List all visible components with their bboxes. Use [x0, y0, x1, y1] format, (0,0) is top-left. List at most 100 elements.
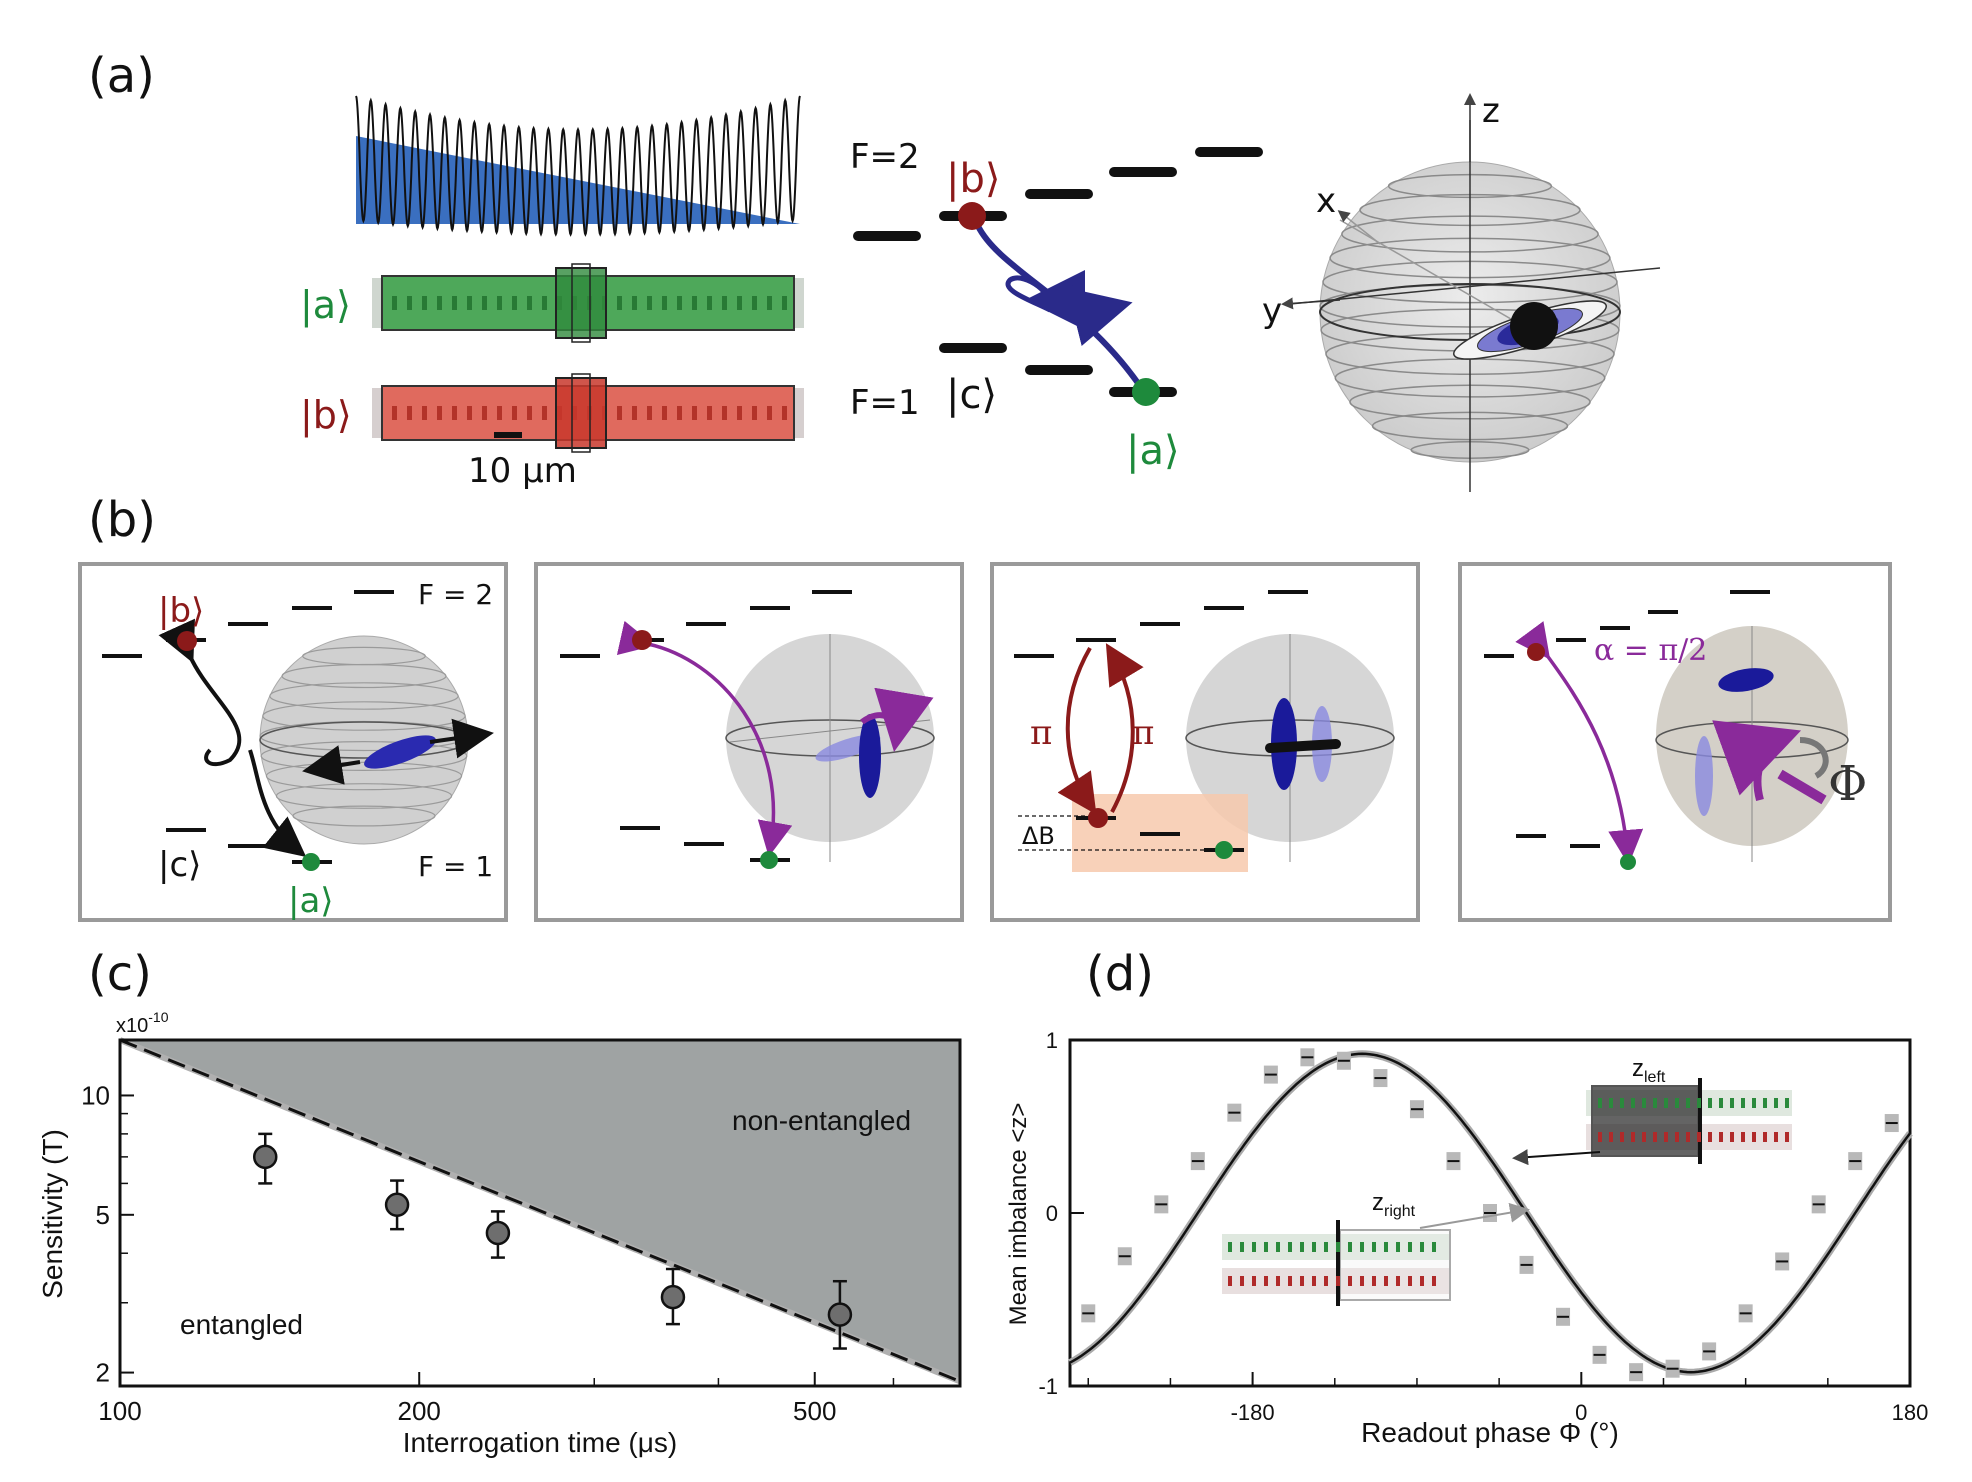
label-state-b: |b⟩	[300, 393, 352, 438]
inset-left-dot	[1642, 1098, 1646, 1108]
inset-right-dot	[1252, 1276, 1256, 1286]
label-f1: F=1	[850, 383, 920, 423]
b3-content: π π ΔB	[1014, 590, 1395, 872]
level-label-a: |a⟩	[1126, 428, 1180, 474]
inset-right-dot	[1288, 1276, 1292, 1286]
inset-right-label-base: z	[1372, 1189, 1384, 1216]
inset-right-dot	[1348, 1276, 1352, 1286]
inset-left-dot	[1785, 1098, 1789, 1108]
axis-z: z	[1482, 91, 1500, 131]
inset-left-dot	[1741, 1098, 1745, 1108]
inset-left-dot	[1653, 1098, 1657, 1108]
panel-label-b: (b)	[88, 492, 156, 548]
inset-right-dot	[1312, 1242, 1316, 1252]
b1-arrow-to-a	[248, 749, 307, 858]
inset-right-dot	[1432, 1242, 1436, 1252]
panel-b: |b⟩ |c⟩ |a⟩ F = 2 F = 1	[78, 562, 1892, 922]
inset-right-dot	[1408, 1242, 1412, 1252]
inset-left-dot	[1763, 1132, 1767, 1142]
c-plot-frame	[118, 1038, 962, 1388]
inset-right-dot	[1324, 1242, 1328, 1252]
atom-b-dot	[958, 202, 986, 230]
inset-right-dot	[1276, 1242, 1280, 1252]
b3-pi-left: π	[1030, 713, 1052, 753]
c-data-point	[660, 1284, 686, 1310]
inset-right-dot	[1240, 1242, 1244, 1252]
hyperfine-levels	[853, 147, 1263, 397]
inset-left-dot	[1719, 1132, 1723, 1142]
d-fit-curve	[1069, 1052, 1911, 1374]
b1-arrow-to-b	[158, 618, 242, 767]
c-x-tick-label: 200	[398, 1396, 441, 1426]
c-data-point	[384, 1192, 410, 1218]
b3-pi-right: π	[1132, 713, 1154, 753]
c-region-upper-label: non-entangled	[732, 1105, 911, 1136]
level-label-b: |b⟩	[946, 156, 1000, 202]
c-y-tick-label: 2	[96, 1358, 110, 1388]
panel-label-c: (c)	[88, 946, 152, 1002]
c-y-label: Sensitivity (T)	[37, 1129, 68, 1299]
inset-right-dot	[1336, 1242, 1340, 1252]
inset-right-dot	[1324, 1276, 1328, 1286]
c-data-point	[827, 1302, 853, 1327]
scale-bar-label: 10 μm	[468, 451, 577, 491]
c-y-multiplier-base: x10	[116, 1015, 148, 1037]
inset-left-dot	[1653, 1132, 1657, 1142]
inset-left-dot	[1675, 1098, 1679, 1108]
b4-content: α = π/2 Φ	[1484, 590, 1867, 870]
inset-left-dot	[1708, 1132, 1712, 1142]
inset-right-dot	[1228, 1276, 1232, 1286]
b4-alpha: α = π/2	[1594, 633, 1707, 668]
inset-left-dot	[1642, 1132, 1646, 1142]
panel-label-a: (a)	[88, 48, 155, 104]
inset-left-label-sub: left	[1644, 1069, 1666, 1086]
lattice-potential-fill	[356, 136, 800, 235]
inset-left-dot	[1741, 1132, 1745, 1142]
c-y-tick-label: 5	[96, 1200, 110, 1230]
label-state-a: |a⟩	[300, 283, 351, 328]
inset-left-dot	[1719, 1098, 1723, 1108]
inset-left-dot	[1730, 1098, 1734, 1108]
b1-label-f2: F = 2	[418, 578, 493, 611]
d-y-tick-label: 1	[1046, 1028, 1058, 1053]
inset-left-dot	[1598, 1098, 1602, 1108]
inset-left-dot	[1774, 1098, 1778, 1108]
inset-left-dot	[1763, 1098, 1767, 1108]
c-y-tick-label: 10	[81, 1080, 110, 1110]
c-region-lower-label: entangled	[180, 1309, 303, 1340]
level-label-c: |c⟩	[946, 372, 997, 418]
swap-arrow-2	[1061, 284, 1133, 346]
inset-right-dot	[1360, 1242, 1364, 1252]
inset-right-dot	[1228, 1242, 1232, 1252]
inset-left-dot	[1664, 1098, 1668, 1108]
boundary-line	[119, 1038, 961, 1383]
inset-left-dot	[1686, 1132, 1690, 1142]
b1-label-a: |a⟩	[288, 881, 334, 921]
inset-left-dot	[1675, 1132, 1679, 1142]
b1-label-c: |c⟩	[158, 845, 201, 885]
inset-right-dot	[1264, 1276, 1268, 1286]
c-y-multiplier: x10-10	[116, 1009, 169, 1037]
inset-left-dot	[1664, 1132, 1668, 1142]
inset-left-dot	[1609, 1098, 1613, 1108]
inset-right-dot	[1396, 1276, 1400, 1286]
d-y-label: Mean imbalance <z>	[1005, 1103, 1032, 1326]
c-x-label: Interrogation time (μs)	[403, 1427, 677, 1458]
inset-right-dot	[1348, 1242, 1352, 1252]
d-data-points	[1081, 1048, 1899, 1382]
lattice-potential	[355, 95, 801, 237]
inset-right-dot	[1384, 1242, 1388, 1252]
inset-left-label: zleft	[1632, 1055, 1666, 1086]
inset-left-dot	[1785, 1132, 1789, 1142]
inset-left-dot	[1697, 1132, 1701, 1142]
inset-right-dot	[1396, 1242, 1400, 1252]
panel-label-d: (d)	[1086, 946, 1154, 1002]
inset-right-dot	[1420, 1242, 1424, 1252]
inset-right-dot	[1372, 1276, 1376, 1286]
inset-right-dot	[1336, 1276, 1340, 1286]
